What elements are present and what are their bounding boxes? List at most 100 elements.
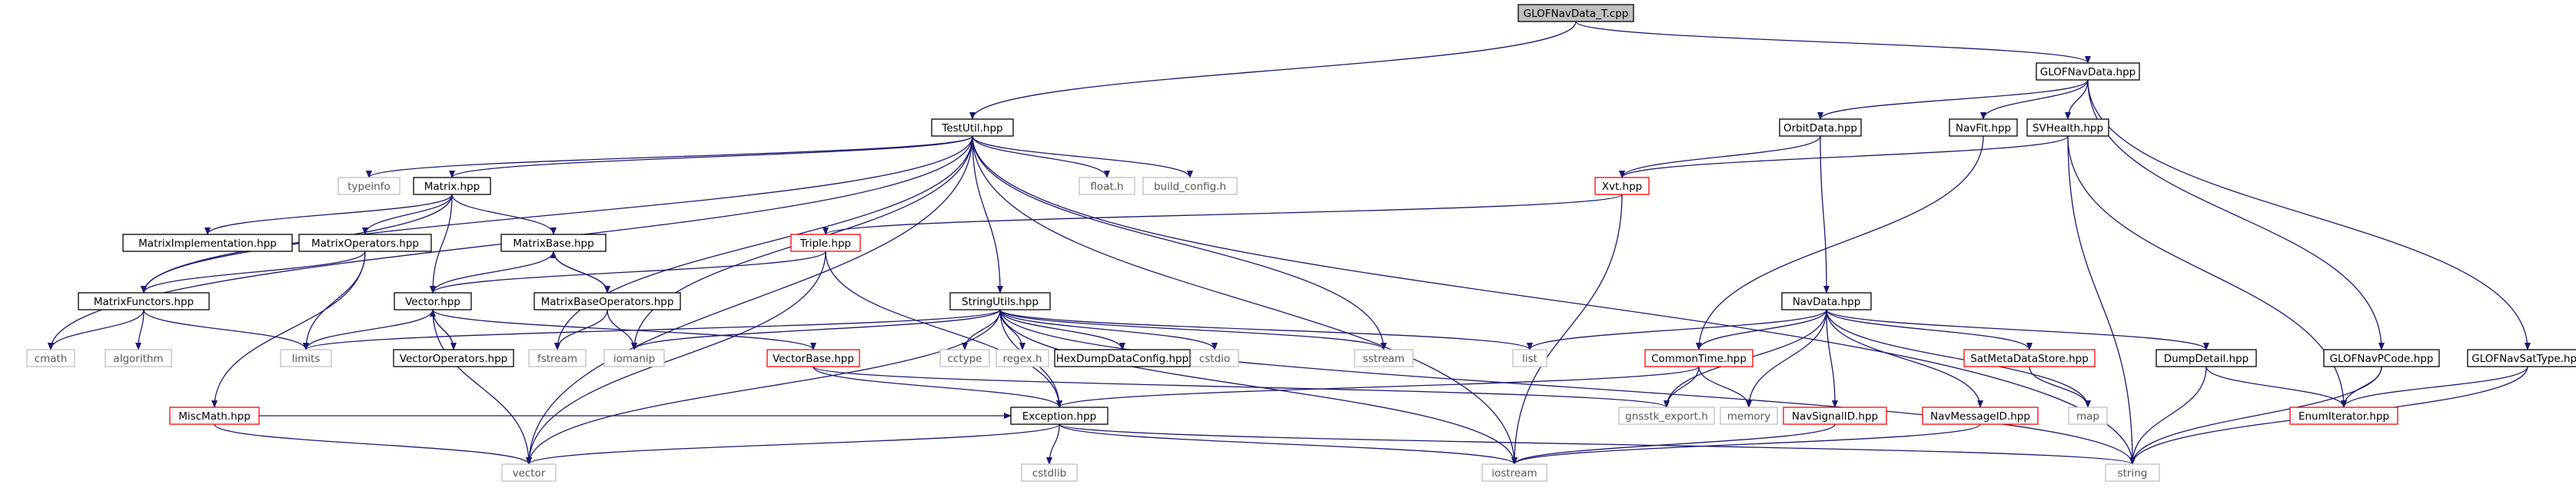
node-vectoroperators-hpp[interactable]: VectorOperators.hpp xyxy=(393,349,514,367)
node-float-h: float.h xyxy=(1079,177,1135,195)
edge-matbase-to-vec xyxy=(430,251,554,294)
edge-navdata-to-navmsg xyxy=(1826,309,1983,408)
edge-vec-to-vecbase xyxy=(432,309,816,350)
edge-exception-to-cstdlib xyxy=(1046,423,1060,465)
node-xvt-hpp[interactable]: Xvt.hpp xyxy=(1594,177,1650,195)
edge-matfun-to-cmath xyxy=(48,309,145,350)
edge-tu-to-string xyxy=(972,135,2136,465)
node-matriximplementation-hpp[interactable]: MatrixImplementation.hpp xyxy=(122,234,293,252)
node-label: fstream xyxy=(537,353,577,365)
node-matrixoperators-hpp[interactable]: MatrixOperators.hpp xyxy=(298,234,432,252)
edge-tu-to-vector xyxy=(526,135,973,465)
edge-glofnavpc-to-string xyxy=(2129,366,2382,465)
node-label: vector xyxy=(513,467,546,480)
edge-navdata-to-map xyxy=(1826,309,2091,408)
node-matrix-hpp[interactable]: Matrix.hpp xyxy=(413,177,491,195)
edge-vecbase-to-exception xyxy=(813,366,1062,408)
node-gnsstk-export-h: gnsstk_export.h xyxy=(1618,407,1715,425)
node-glofnavsattype-hpp[interactable]: GLOFNavSatType.hpp xyxy=(2467,349,2576,367)
node-label: cstdlib xyxy=(1032,467,1066,480)
node-box xyxy=(1481,463,1547,482)
node-box xyxy=(1079,177,1135,195)
node-box xyxy=(2323,349,2440,367)
node-box xyxy=(533,292,681,310)
node-label: GLOFNavSatType.hpp xyxy=(2471,353,2576,365)
node-box xyxy=(1021,463,1078,482)
node-box xyxy=(766,349,860,367)
node-miscmath-hpp[interactable]: MiscMath.hpp xyxy=(169,407,260,425)
node-matrixbaseoperators-hpp[interactable]: MatrixBaseOperators.hpp xyxy=(533,292,681,310)
node-enumiterator-hpp[interactable]: EnumIterator.hpp xyxy=(2289,407,2398,425)
node-triple-hpp[interactable]: Triple.hpp xyxy=(790,234,861,252)
node-label: memory xyxy=(1727,410,1770,423)
node-glofnavpcode-hpp[interactable]: GLOFNavPCode.hpp xyxy=(2323,349,2440,367)
edge-root-to-tu xyxy=(969,21,1577,120)
node-box xyxy=(1354,349,1414,367)
node-box xyxy=(1054,349,1191,367)
node-orbitdata-hpp[interactable]: OrbitData.hpp xyxy=(1779,118,1862,137)
edge-strutil-to-limits xyxy=(303,309,1001,350)
node-label: Vector.hpp xyxy=(405,296,460,308)
node-build-config-h: build_config.h xyxy=(1142,177,1238,195)
node-label: GLOFNavPCode.hpp xyxy=(2330,353,2434,365)
node-navsignalid-hpp[interactable]: NavSignalID.hpp xyxy=(1783,407,1887,425)
node-box xyxy=(280,349,332,367)
edge-navdata-to-commontime xyxy=(1696,309,1827,350)
node-box xyxy=(603,349,665,367)
edge-triple-to-exception xyxy=(825,251,1062,408)
node-navfit-hpp[interactable]: NavFit.hpp xyxy=(1949,118,2018,137)
node-algorithm: algorithm xyxy=(105,349,172,367)
node-box xyxy=(2156,349,2257,367)
edge-xvt-to-iostream xyxy=(1511,194,1623,465)
node-box xyxy=(931,118,1014,137)
node-exception-hpp[interactable]: Exception.hpp xyxy=(1010,407,1109,425)
node-map: map xyxy=(2068,407,2108,425)
node-dumpdetail-hpp[interactable]: DumpDetail.hpp xyxy=(2156,349,2257,367)
node-satmetadatastore-hpp[interactable]: SatMetaDataStore.hpp xyxy=(1963,349,2096,367)
node-navmessageid-hpp[interactable]: NavMessageID.hpp xyxy=(1922,407,2039,425)
edge-navsig-to-iostream xyxy=(1511,423,1836,465)
edge-orbit-to-xvt xyxy=(1619,135,1821,178)
node-box xyxy=(122,234,293,252)
node-limits: limits xyxy=(280,349,332,367)
node-label: DumpDetail.hpp xyxy=(2164,353,2249,365)
node-glofnavdata-t-cpp[interactable]: GLOFNavData_T.cpp xyxy=(1517,4,1634,22)
node-navdata-hpp[interactable]: NavData.hpp xyxy=(1781,292,1872,310)
node-vector-hpp[interactable]: Vector.hpp xyxy=(394,292,472,310)
node-box xyxy=(105,349,172,367)
node-box xyxy=(393,349,514,367)
node-label: Exception.hpp xyxy=(1022,410,1096,423)
node-label: EnumIterator.hpp xyxy=(2298,410,2389,423)
node-glofnavdata-hpp[interactable]: GLOFNavData.hpp xyxy=(2036,62,2140,81)
edge-navdata-to-navsig xyxy=(1826,309,1838,408)
edge-navdata-to-dumpdetail xyxy=(1826,309,2209,350)
node-box xyxy=(1517,4,1634,22)
node-stringutils-hpp[interactable]: StringUtils.hpp xyxy=(949,292,1051,310)
node-svhealth-hpp[interactable]: SVHealth.hpp xyxy=(2026,118,2109,137)
edge-mbops-to-fstream xyxy=(554,309,608,350)
node-label: cctype xyxy=(947,353,982,365)
node-regex-h: regex.h xyxy=(995,349,1049,367)
node-matrixbase-hpp[interactable]: MatrixBase.hpp xyxy=(500,234,607,252)
node-label: GLOFNavData.hpp xyxy=(2040,66,2136,78)
node-hexdumpdataconfig-hpp[interactable]: HexDumpDataConfig.hpp xyxy=(1054,349,1191,367)
node-label: GLOFNavData_T.cpp xyxy=(1524,8,1629,20)
edge-gnd-to-navfit xyxy=(1980,79,2089,120)
edge-matrix-to-matbase xyxy=(451,194,557,235)
node-label: limits xyxy=(292,353,321,365)
node-commontime-hpp[interactable]: CommonTime.hpp xyxy=(1644,349,1753,367)
node-box xyxy=(298,234,432,252)
node-box xyxy=(2467,349,2576,367)
edge-exception-to-vector xyxy=(526,423,1060,465)
node-label: HexDumpDataConfig.hpp xyxy=(1056,353,1188,365)
node-box xyxy=(1594,177,1650,195)
node-box xyxy=(1779,118,1862,137)
edge-matops-to-matfun xyxy=(141,251,366,294)
node-vectorbase-hpp[interactable]: VectorBase.hpp xyxy=(766,349,860,367)
node-testutil-hpp[interactable]: TestUtil.hpp xyxy=(931,118,1014,137)
edge-matrix-to-matops xyxy=(362,194,453,235)
edge-svh-to-string xyxy=(2067,135,2136,465)
node-sstream: sstream xyxy=(1354,349,1414,367)
node-label: gnsstk_export.h xyxy=(1625,410,1708,423)
node-matrixfunctors-hpp[interactable]: MatrixFunctors.hpp xyxy=(78,292,210,310)
